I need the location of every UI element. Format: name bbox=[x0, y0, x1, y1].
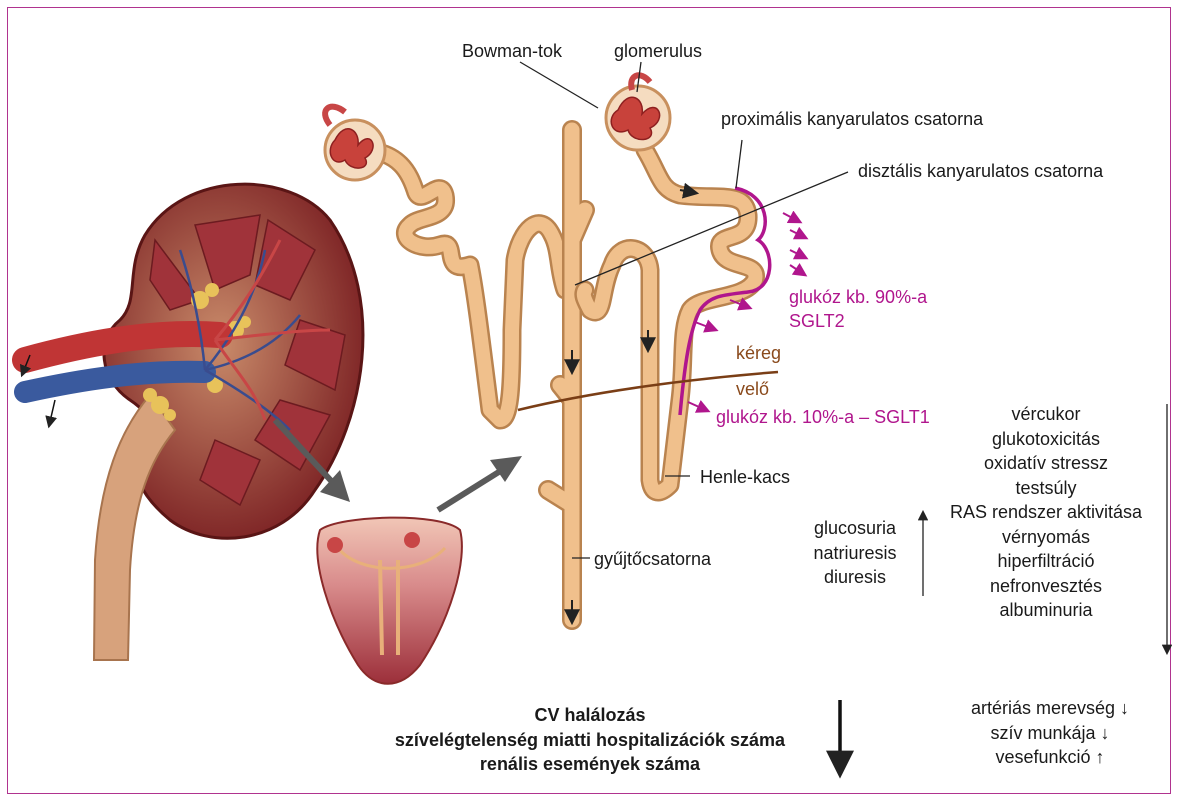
outcome-line: szívelégtelenség miatti hospitalizációk … bbox=[360, 728, 820, 753]
label-collecting-duct: gyűjtőcsatorna bbox=[594, 548, 711, 570]
outcomes-block: CV halálozás szívelégtelenség miatti hos… bbox=[360, 703, 820, 777]
decrease-item: vérnyomás bbox=[935, 525, 1157, 550]
decrease-item: glukotoxicitás bbox=[935, 427, 1157, 452]
outcome-line: renális események száma bbox=[360, 752, 820, 777]
label-cortex: kéreg bbox=[736, 342, 781, 364]
label-proximal-tubule: proximális kanyarulatos csatorna bbox=[721, 108, 983, 130]
effect-line: vesefunkció ↑ bbox=[940, 745, 1160, 770]
label-sglt1: glukóz kb. 10%-a – SGLT1 bbox=[716, 406, 930, 428]
kidney-illustration bbox=[22, 184, 363, 660]
increase-item: glucosuria bbox=[800, 516, 910, 541]
outcome-line: CV halálozás bbox=[360, 703, 820, 728]
increase-list: glucosuria natriuresis diuresis bbox=[800, 516, 910, 590]
glomerulus-left bbox=[325, 107, 385, 180]
label-sglt2-line1: glukóz kb. 90%-a bbox=[789, 286, 927, 308]
decrease-list: vércukor glukotoxicitás oxidatív stressz… bbox=[935, 402, 1157, 623]
increase-item: natriuresis bbox=[800, 541, 910, 566]
increase-item: diuresis bbox=[800, 565, 910, 590]
decrease-item: albuminuria bbox=[935, 598, 1157, 623]
label-glomerulus: glomerulus bbox=[614, 40, 702, 62]
decrease-item: vércukor bbox=[935, 402, 1157, 427]
effects-block: artériás merevség ↓ szív munkája ↓ vesef… bbox=[940, 696, 1160, 770]
label-bowman-capsule: Bowman-tok bbox=[462, 40, 562, 62]
decrease-item: testsúly bbox=[935, 476, 1157, 501]
effect-line: szív munkája ↓ bbox=[940, 721, 1160, 746]
label-medulla: velő bbox=[736, 378, 769, 400]
decrease-item: oxidatív stressz bbox=[935, 451, 1157, 476]
label-distal-tubule: disztális kanyarulatos csatorna bbox=[858, 160, 1103, 182]
decrease-item: hiperfiltráció bbox=[935, 549, 1157, 574]
decrease-item: RAS rendszer aktivitása bbox=[935, 500, 1157, 525]
renal-pyramid-section bbox=[317, 518, 462, 684]
label-sglt2-line2: SGLT2 bbox=[789, 310, 845, 332]
effect-line: artériás merevség ↓ bbox=[940, 696, 1160, 721]
decrease-item: nefronvesztés bbox=[935, 574, 1157, 599]
label-henle-loop: Henle-kacs bbox=[700, 466, 790, 488]
